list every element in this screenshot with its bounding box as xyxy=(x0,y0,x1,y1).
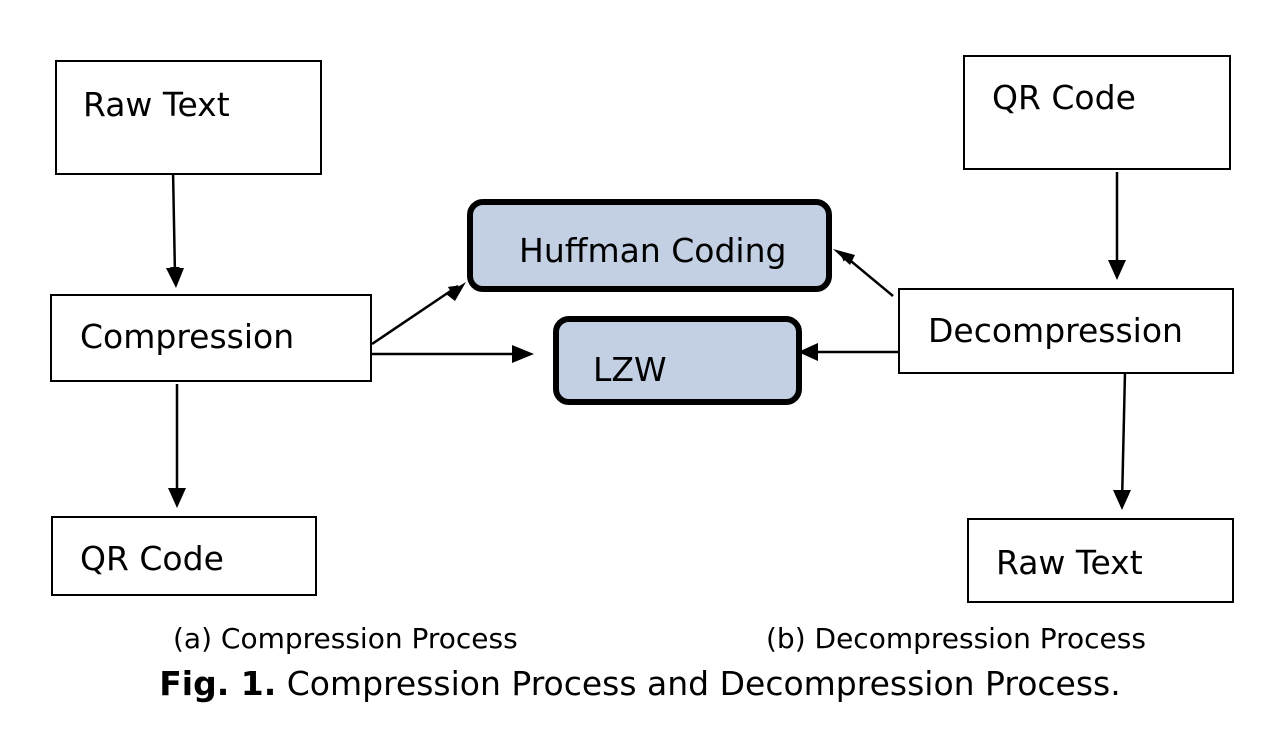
qr-code-box-decompression: QR Code xyxy=(963,55,1231,170)
figure-number: Fig. 1. xyxy=(159,664,277,703)
arrow-rawtext-to-compression xyxy=(169,169,180,277)
compression-process-label: (a) Compression Process xyxy=(173,622,518,655)
figure-caption: Fig. 1. Compression Process and Decompre… xyxy=(0,664,1280,703)
huffman-coding-box: Huffman Coding xyxy=(467,199,832,292)
huffman-coding-label: Huffman Coding xyxy=(519,231,787,270)
qr-code-label: QR Code xyxy=(992,78,1136,117)
raw-text-box-compression: Raw Text xyxy=(55,60,322,175)
compression-label: Compression xyxy=(80,317,295,356)
raw-text-label: Raw Text xyxy=(83,85,230,124)
lzw-label: LZW xyxy=(593,350,667,389)
decompression-process-label: (b) Decompression Process xyxy=(766,622,1146,655)
arrow-compression-to-huffman xyxy=(371,284,459,346)
compression-box: Compression xyxy=(50,294,372,382)
qr-code-label: QR Code xyxy=(80,539,224,578)
raw-text-box-decompression: Raw Text xyxy=(967,518,1234,603)
decompression-label: Decompression xyxy=(928,311,1183,350)
figure-caption-text: Compression Process and Decompression Pr… xyxy=(286,664,1121,703)
decompression-box: Decompression xyxy=(898,288,1234,374)
lzw-box: LZW xyxy=(553,316,802,405)
arrow-decompression-to-rawtext xyxy=(1117,371,1128,504)
qr-code-box-compression: QR Code xyxy=(51,516,317,596)
raw-text-label: Raw Text xyxy=(996,543,1143,582)
